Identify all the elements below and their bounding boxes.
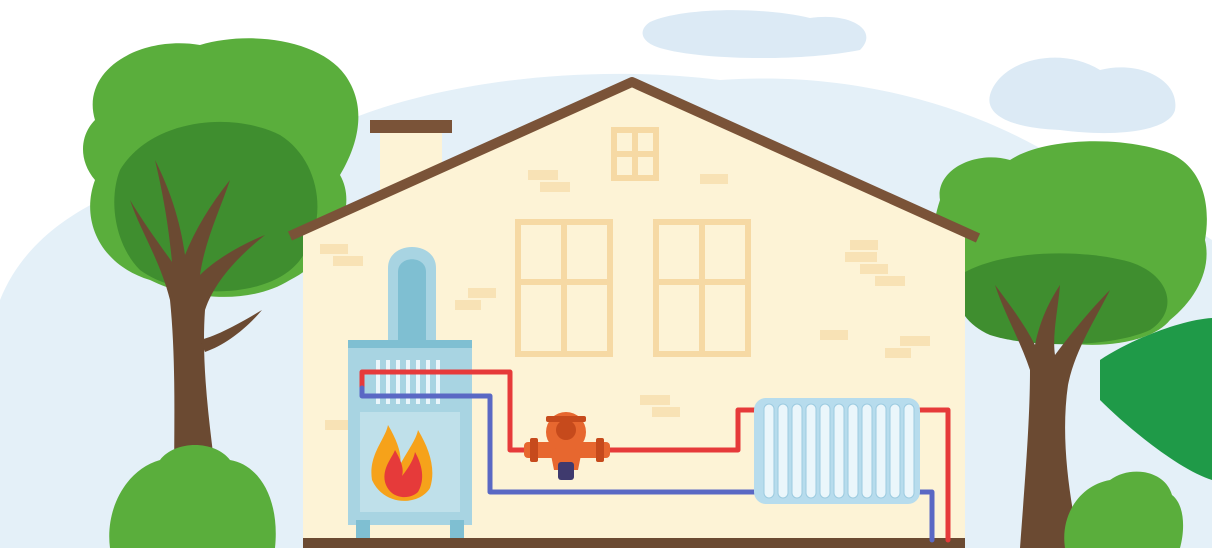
hill-icon — [1100, 318, 1212, 480]
roof — [287, 77, 981, 243]
bricks — [320, 170, 930, 430]
window-icon — [653, 219, 751, 357]
hot-pipe — [359, 369, 763, 453]
window-icon — [611, 127, 659, 181]
radiator-icon — [754, 398, 920, 504]
bush-icon — [1064, 471, 1184, 548]
cold-pipe — [912, 489, 935, 543]
pump-icon — [524, 412, 610, 480]
trunk — [995, 285, 1110, 548]
pipes — [359, 369, 951, 543]
cloud-icon — [989, 57, 1176, 134]
cloud-icon — [642, 10, 867, 59]
right-bush — [1064, 471, 1184, 548]
hot-pipe — [912, 407, 951, 543]
cold-pipe — [359, 385, 771, 495]
ground — [303, 538, 965, 548]
window-icon — [515, 219, 613, 357]
boiler-fins — [376, 360, 440, 404]
trunk — [130, 160, 265, 548]
left-bush — [109, 445, 276, 548]
flame-icon — [371, 425, 433, 501]
bush-icon — [109, 445, 276, 548]
right-tree — [933, 141, 1207, 548]
